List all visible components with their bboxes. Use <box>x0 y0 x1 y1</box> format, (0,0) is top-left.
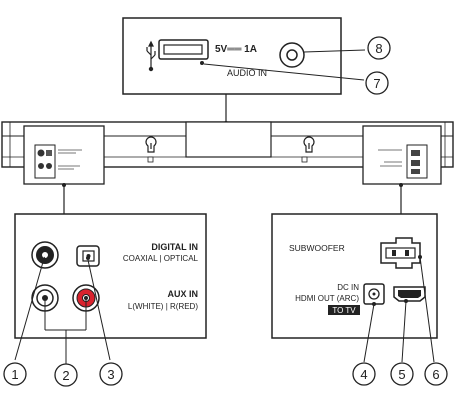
dc-in-label: DC IN <box>337 283 359 292</box>
callout-6: 6 <box>424 362 448 386</box>
hdmi-port <box>393 286 426 302</box>
dc-in-jack <box>363 283 385 305</box>
voltage-label: 5V══ 1A <box>215 44 257 55</box>
callout-4: 4 <box>352 362 376 386</box>
to-tv-badge <box>328 305 360 315</box>
callout-2: 2 <box>54 363 78 387</box>
right-callout-lines <box>363 256 435 363</box>
audio-in-jack <box>279 42 305 68</box>
top-connector-panel: 5V══ 1A AUDIO IN <box>122 17 342 95</box>
svg-text:3: 3 <box>107 367 114 382</box>
aux-red-jack <box>72 284 100 312</box>
soundbar-left-port-window <box>23 125 105 185</box>
hdmi-out-label: HDMI OUT (ARC) <box>295 294 359 303</box>
svg-text:4: 4 <box>360 367 367 382</box>
callout-1: 1 <box>3 362 27 386</box>
aux-in-label: AUX IN <box>167 289 198 299</box>
left-connector-panel: DIGITAL IN COAXIAL | OPTICAL AUX IN L(WH… <box>14 213 207 339</box>
audio-in-label: AUDIO IN <box>227 68 267 78</box>
callout-7: 7 <box>365 71 389 95</box>
soundbar-right-port-window <box>362 125 442 185</box>
svg-text:7: 7 <box>373 76 380 91</box>
aux-channels-label: L(WHITE) | R(RED) <box>128 302 198 311</box>
svg-text:8: 8 <box>375 41 382 56</box>
to-tv-label: TO TV <box>332 306 356 315</box>
left-callout-lines <box>14 254 111 364</box>
svg-text:6: 6 <box>432 367 439 382</box>
wall-mount-hook-left <box>145 136 157 153</box>
svg-text:1: 1 <box>11 367 18 382</box>
svg-text:2: 2 <box>62 368 69 383</box>
callout-3: 3 <box>99 362 123 386</box>
subwoofer-label: SUBWOOFER <box>289 243 345 253</box>
usb-port <box>158 39 209 60</box>
svg-text:5: 5 <box>398 367 405 382</box>
coaxial-optical-label: COAXIAL | OPTICAL <box>123 254 199 263</box>
subwoofer-power-socket <box>380 237 421 269</box>
callout-5: 5 <box>390 362 414 386</box>
digital-in-label: DIGITAL IN <box>151 242 198 252</box>
wall-mount-hook-right <box>303 136 315 153</box>
usb-icon <box>146 40 156 72</box>
right-connector-panel: SUBWOOFER DC IN HDMI OUT (ARC) TO TV <box>271 213 438 339</box>
callout-8: 8 <box>367 36 391 60</box>
